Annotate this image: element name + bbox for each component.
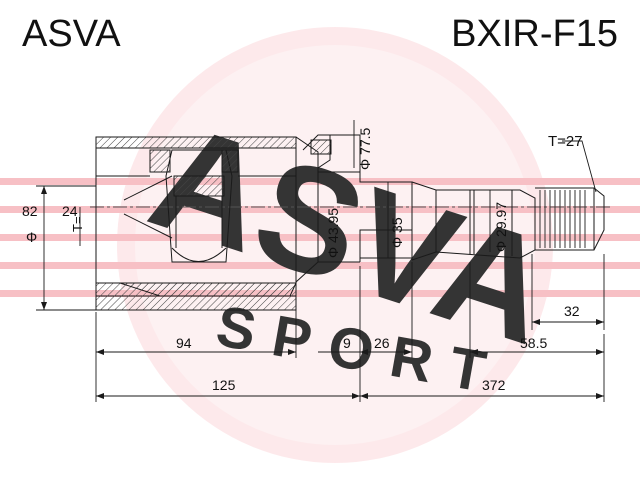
spline-prefix-label: T= [70, 216, 85, 232]
joint-len-label: 125 [212, 377, 236, 393]
part-number: BXIR-F15 [451, 13, 618, 55]
part-drawing [90, 134, 612, 311]
housing-wall-top [95, 136, 297, 149]
shaft [435, 189, 536, 259]
overall-len-label: 372 [482, 377, 506, 393]
stub-dia-label: Φ 29.97 [493, 202, 509, 252]
stub-len-label: 58.5 [520, 335, 547, 351]
joint-od-prefix: Φ [26, 229, 37, 245]
collar-len-label: 26 [374, 335, 390, 351]
thread-spec-label: T=27 [548, 133, 583, 150]
spline-count-label: 24 [62, 203, 78, 219]
housing-bottom-wedge [119, 282, 297, 297]
spline-stub [535, 187, 605, 251]
shaft-dia-label: Φ 35 [389, 217, 405, 248]
housing-len-label: 94 [176, 335, 192, 351]
watermark-stripes [0, 178, 640, 297]
brand-title: ASVA [22, 13, 121, 55]
thread-len-label: 32 [564, 303, 580, 319]
body-dia-label: Φ 43.95 [325, 208, 341, 258]
flange-dia-label: Φ 77.5 [357, 127, 373, 170]
joint-od-label: 82 [22, 203, 38, 219]
gap-len-label: 9 [343, 335, 351, 351]
dimension-lines [36, 120, 605, 402]
dimension-labels: T=27 82 Φ 24 T= Φ 77.5 Φ 43.95 Φ 35 Φ 29… [22, 127, 583, 393]
arrowheads [41, 186, 604, 399]
spline-teeth [539, 190, 586, 248]
